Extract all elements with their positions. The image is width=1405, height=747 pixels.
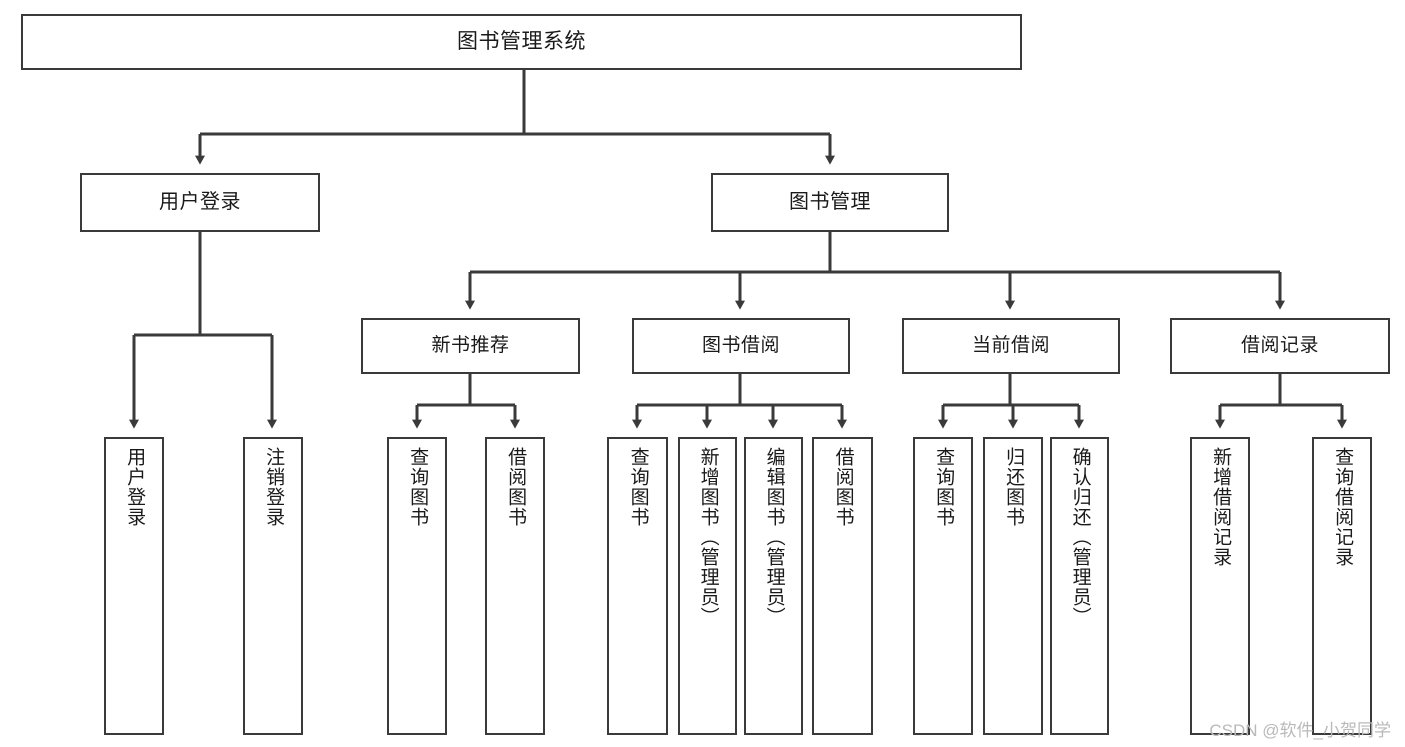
- leaf-add-book[interactable]: 新增图书（管理员）: [678, 437, 737, 735]
- node-new-book-recommend[interactable]: 新书推荐: [361, 318, 580, 374]
- node-label: 用户登录: [124, 447, 146, 527]
- node-label: 图书管理: [789, 191, 871, 213]
- node-current-borrow[interactable]: 当前借阅: [902, 318, 1120, 374]
- node-label: 归还图书: [1003, 447, 1025, 527]
- node-label: 借阅图书: [832, 447, 854, 527]
- node-user-login[interactable]: 用户登录: [80, 173, 320, 232]
- leaf-return-book[interactable]: 归还图书: [983, 437, 1043, 735]
- leaf-query-record[interactable]: 查询借阅记录: [1312, 437, 1372, 735]
- leaf-edit-book[interactable]: 编辑图书（管理员）: [744, 437, 803, 735]
- node-label: 编辑图书（管理员）: [763, 447, 785, 627]
- node-label: 新增借阅记录: [1210, 447, 1232, 567]
- leaf-borrow-book-1[interactable]: 借阅图书: [485, 437, 545, 735]
- leaf-add-record[interactable]: 新增借阅记录: [1190, 437, 1250, 735]
- leaf-logout[interactable]: 注销登录: [243, 437, 303, 735]
- node-label: 查询图书: [933, 447, 955, 527]
- node-label: 图书管理系统: [457, 29, 586, 53]
- node-label: 新书推荐: [431, 335, 510, 357]
- node-label: 注销登录: [263, 447, 285, 527]
- leaf-confirm-return[interactable]: 确认归还（管理员）: [1050, 437, 1109, 735]
- node-label: 新增图书（管理员）: [697, 447, 719, 627]
- node-label: 当前借阅: [971, 335, 1050, 357]
- node-label: 借阅图书: [505, 447, 527, 527]
- node-label: 确认归还（管理员）: [1069, 447, 1091, 627]
- node-label: 查询借阅记录: [1332, 447, 1354, 567]
- node-borrow-record[interactable]: 借阅记录: [1170, 318, 1390, 374]
- node-label: 图书借阅: [701, 335, 780, 357]
- node-root-system[interactable]: 图书管理系统: [21, 14, 1022, 70]
- node-book-manage[interactable]: 图书管理: [711, 173, 949, 232]
- node-label: 查询图书: [407, 447, 429, 527]
- node-label: 用户登录: [159, 191, 241, 213]
- leaf-query-book-1[interactable]: 查询图书: [387, 437, 447, 735]
- leaf-user-login[interactable]: 用户登录: [104, 437, 164, 735]
- node-label: 借阅记录: [1240, 335, 1319, 357]
- node-label: 查询图书: [627, 447, 649, 527]
- leaf-borrow-book-2[interactable]: 借阅图书: [812, 437, 873, 735]
- leaf-query-book-2[interactable]: 查询图书: [607, 437, 668, 735]
- node-book-borrow[interactable]: 图书借阅: [632, 318, 850, 374]
- leaf-query-book-3[interactable]: 查询图书: [913, 437, 973, 735]
